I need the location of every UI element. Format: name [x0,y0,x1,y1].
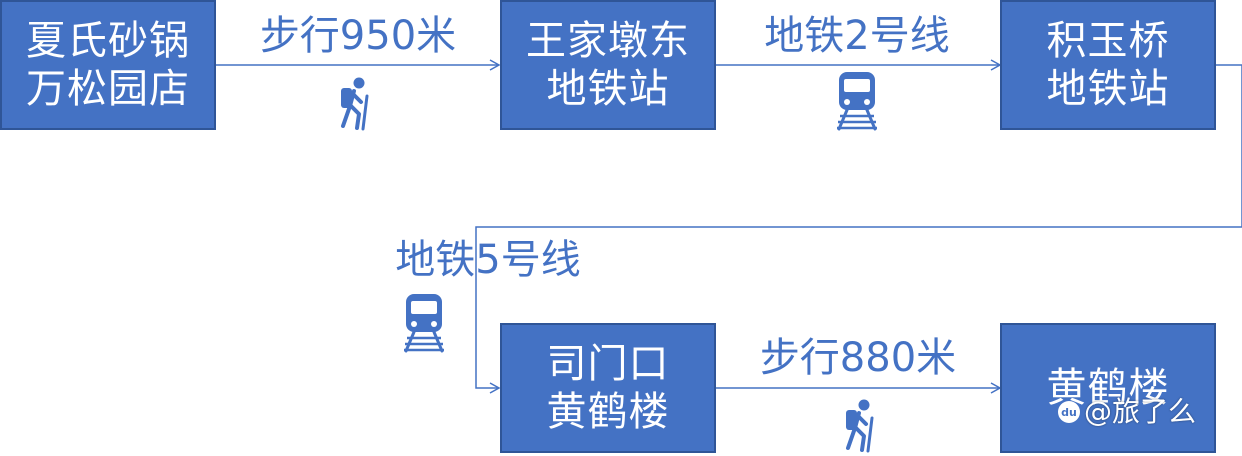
hiker-icon [846,399,874,453]
node-simenkou-station: 司门口 黄鹤楼 [500,323,716,453]
watermark-logo-icon: du [1058,401,1080,423]
node-start-line1: 夏氏砂锅 [26,18,190,64]
hiker-icon [341,77,369,131]
node-jiyuqiao-station: 积玉桥 地铁站 [1000,0,1216,130]
arrow-metro5-head [489,382,501,394]
node-simenkou-line2: 黄鹤楼 [546,389,670,435]
node-start-line2: 万松园店 [26,66,190,112]
watermark-text: @旅了么 [1084,395,1197,428]
edge-metro2-label: 地铁2号线 [764,13,950,59]
metro-train-icon [837,72,877,131]
node-simenkou-line1: 司门口 [546,341,670,387]
node-jiyuqiao-line2: 地铁站 [1046,66,1170,112]
node-wangjiadun-line1: 王家墩东 [526,18,690,64]
node-end-yellow-crane-tower: 黄鹤楼 [1000,323,1216,453]
arrow-walk1-head [489,59,501,71]
metro-train-icon [404,294,444,353]
arrow-metro5 [475,64,1242,389]
node-jiyuqiao-line1: 积玉桥 [1046,18,1170,64]
node-start-restaurant: 夏氏砂锅 万松园店 [0,0,216,130]
node-wangjiadun-station: 王家墩东 地铁站 [500,0,716,130]
watermark: du @旅了么 [1058,398,1196,426]
node-wangjiadun-line2: 地铁站 [546,66,670,112]
edge-walk1-label: 步行950米 [259,13,457,59]
edge-walk2-label: 步行880米 [759,335,957,381]
edge-metro5-label: 地铁5号线 [395,237,581,283]
